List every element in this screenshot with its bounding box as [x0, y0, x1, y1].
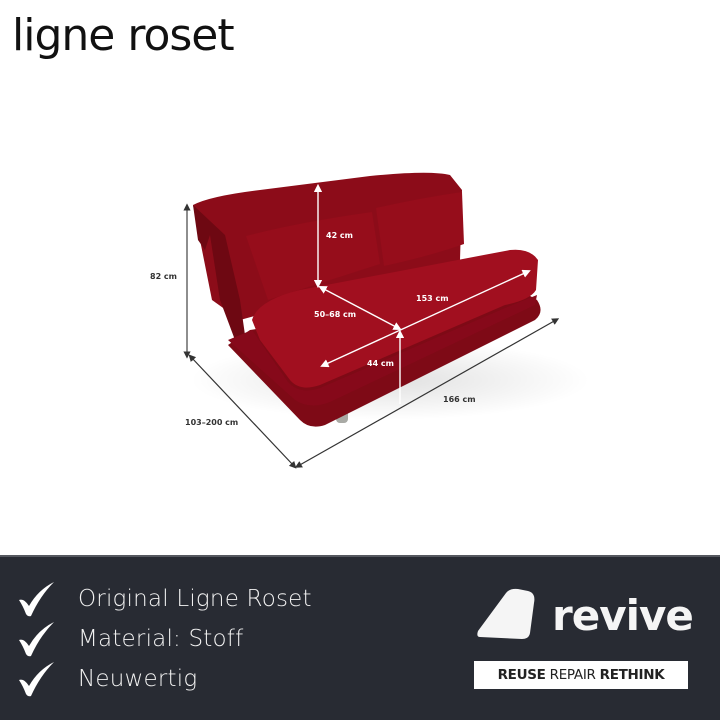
dimension-backrest-height: 42 cm — [326, 231, 353, 240]
feature-item: Material: Stoff — [14, 619, 312, 659]
feature-footer: Original Ligne Roset Material: Stoff Neu… — [0, 555, 720, 720]
brand-logo: ligne roset — [12, 10, 235, 61]
tagline-repair: REPAIR — [549, 667, 596, 683]
check-icon — [14, 659, 58, 699]
feature-item: Original Ligne Roset — [14, 579, 312, 619]
tagline-reuse: REUSE — [497, 667, 546, 683]
feature-label: Neuwertig — [78, 666, 198, 692]
dimension-width-total: 166 cm — [443, 395, 476, 404]
tagline-rethink: RETHINK — [599, 667, 665, 683]
check-icon — [14, 579, 58, 619]
product-dimension-diagram: 82 cm 42 cm 50–68 cm 153 cm 44 cm 103–20… — [150, 172, 590, 469]
dimension-seat-depth: 50–68 cm — [314, 310, 357, 319]
revive-tagline: REUSE REPAIR RETHINK — [474, 661, 688, 689]
dimension-depth-total: 103–200 cm — [185, 418, 239, 427]
feature-label: Material: Stoff — [78, 626, 244, 652]
dimension-seat-height: 44 cm — [367, 359, 394, 368]
check-icon — [14, 619, 58, 659]
feature-label: Original Ligne Roset — [78, 586, 312, 612]
revive-mark-icon — [476, 587, 538, 648]
dimension-seat-width: 153 cm — [416, 294, 449, 303]
feature-list: Original Ligne Roset Material: Stoff Neu… — [14, 579, 312, 699]
sofa-illustration — [183, 172, 590, 469]
feature-item: Neuwertig — [14, 659, 312, 699]
dimension-height-total: 82 cm — [150, 272, 177, 281]
revive-wordmark: revive — [552, 591, 694, 640]
